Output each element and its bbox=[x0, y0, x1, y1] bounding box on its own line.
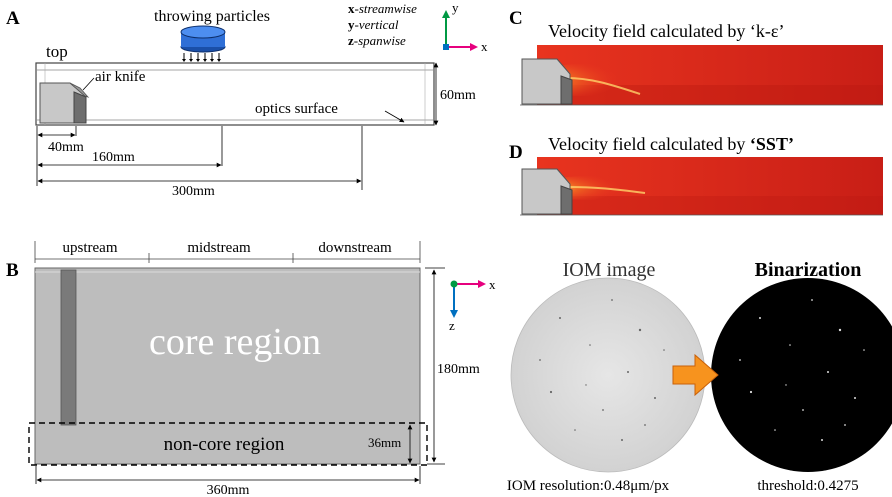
panel-d-title: Velocity field calculated by ‘SST’ bbox=[548, 134, 794, 154]
air-knife-d-icon bbox=[521, 168, 573, 215]
dim-360mm: 360mm bbox=[207, 483, 250, 497]
panel-b-letter: B bbox=[6, 260, 19, 281]
panel-c: C Velocity field calculated by ‘k-ε’ bbox=[509, 8, 883, 106]
svg-text:x: x bbox=[481, 39, 488, 54]
label-throwing-particles: throwing particles bbox=[154, 8, 270, 25]
threshold-label: threshold:0.4275 bbox=[757, 478, 858, 494]
label-air-knife: air knife bbox=[95, 69, 146, 85]
axis-legend-x: x-streamwise bbox=[348, 1, 417, 16]
dim-40mm: 40mm bbox=[48, 140, 84, 155]
binarization-title: Binarization bbox=[755, 259, 862, 281]
air-knife-icon bbox=[39, 82, 90, 124]
panel-c-title: Velocity field calculated by ‘k-ε’ bbox=[548, 21, 784, 41]
particle-thrower-icon bbox=[180, 25, 226, 62]
panel-iom: IOM image Binarization IOM resolution:0.… bbox=[507, 259, 892, 494]
dim-160mm: 160mm bbox=[92, 150, 135, 165]
iom-resolution-label: IOM resolution:0.48μm/px bbox=[507, 478, 670, 494]
dim-180mm: 180mm bbox=[437, 362, 480, 377]
axis-xz-icon: x z bbox=[449, 277, 496, 333]
panel-d: D Velocity field calculated by ‘SST’ bbox=[509, 134, 883, 216]
air-knife-c-icon bbox=[521, 58, 573, 105]
axis-legend-z: z-spanwise bbox=[348, 33, 406, 48]
label-midstream: midstream bbox=[187, 240, 251, 256]
label-core-region: core region bbox=[149, 321, 321, 363]
plate-top-view bbox=[34, 267, 421, 465]
panel-b: B upstream midstream downstream core reg… bbox=[6, 240, 496, 497]
panel-d-letter: D bbox=[509, 142, 523, 163]
label-noncore-region: non-core region bbox=[164, 434, 285, 455]
dim-60mm: 60mm bbox=[440, 88, 476, 103]
axis-xy-icon: y x bbox=[442, 0, 488, 54]
dim-300mm: 300mm bbox=[172, 184, 215, 199]
iom-image-title: IOM image bbox=[563, 259, 656, 281]
axis-legend-y: y-vertical bbox=[348, 17, 399, 32]
binarized-particles bbox=[739, 299, 865, 441]
label-upstream: upstream bbox=[63, 240, 118, 256]
label-downstream: downstream bbox=[318, 240, 392, 256]
panel-a-letter: A bbox=[6, 8, 20, 29]
label-top: top bbox=[46, 42, 68, 61]
svg-text:y: y bbox=[452, 0, 459, 15]
dim-36mm: 36mm bbox=[368, 435, 401, 450]
channel-side-view bbox=[35, 62, 435, 126]
panel-a: A top throwing particles x-streamwise y-… bbox=[6, 0, 488, 199]
binarization-disc bbox=[711, 278, 892, 472]
svg-text:x: x bbox=[489, 277, 496, 292]
label-optics-surface: optics surface bbox=[255, 101, 338, 117]
svg-text:z: z bbox=[449, 318, 455, 333]
panel-c-letter: C bbox=[509, 8, 523, 29]
air-knife-slot bbox=[60, 269, 77, 426]
binarization-arrow-icon bbox=[672, 353, 719, 397]
iom-particles bbox=[539, 299, 665, 441]
